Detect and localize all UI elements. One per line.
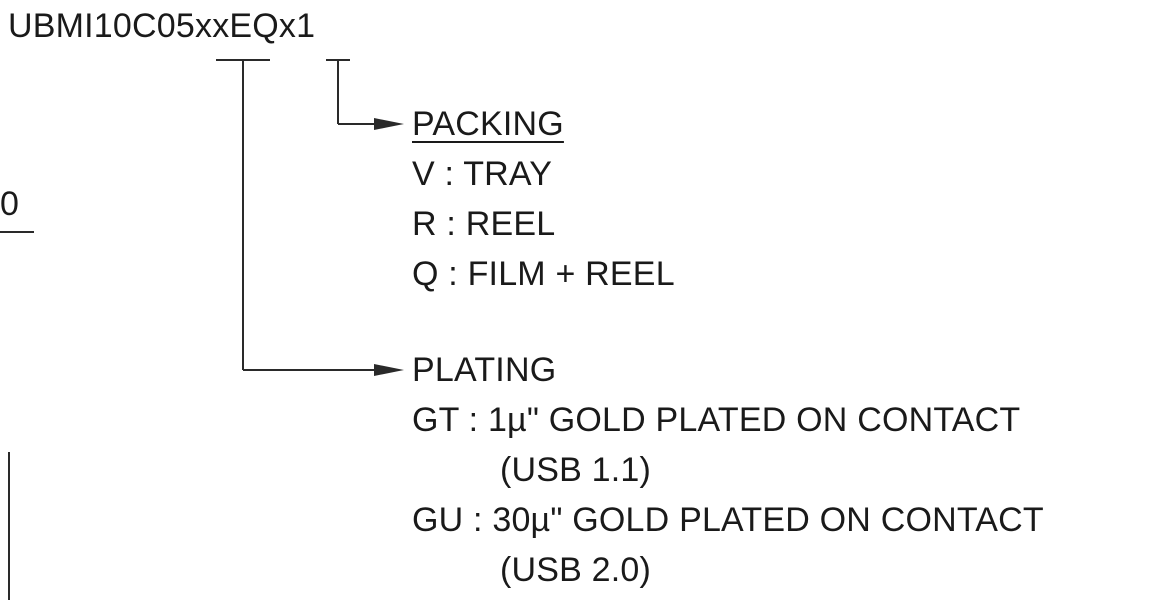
plating-gt-note: (USB 1.1) <box>500 451 652 489</box>
packing-option: Q : FILM + REEL <box>412 255 675 293</box>
plating-title: PLATING <box>412 351 557 389</box>
plating-gu-line: GU : 30µ" GOLD PLATED ON CONTACT <box>412 501 1044 539</box>
part-number-code: UBMI10C05xxEQx1 <box>8 7 316 45</box>
packing-option: R : REEL <box>412 205 556 243</box>
plating-arrowhead <box>374 364 404 376</box>
packing-arrowhead <box>374 118 404 130</box>
packing-option: V : TRAY <box>412 155 553 193</box>
packing-title: PACKING <box>412 105 564 143</box>
plating-gt-line: GT : 1µ" GOLD PLATED ON CONTACT <box>412 401 1021 439</box>
left-fragment-text: 0 <box>0 185 20 223</box>
plating-gu-note: (USB 2.0) <box>500 551 652 589</box>
